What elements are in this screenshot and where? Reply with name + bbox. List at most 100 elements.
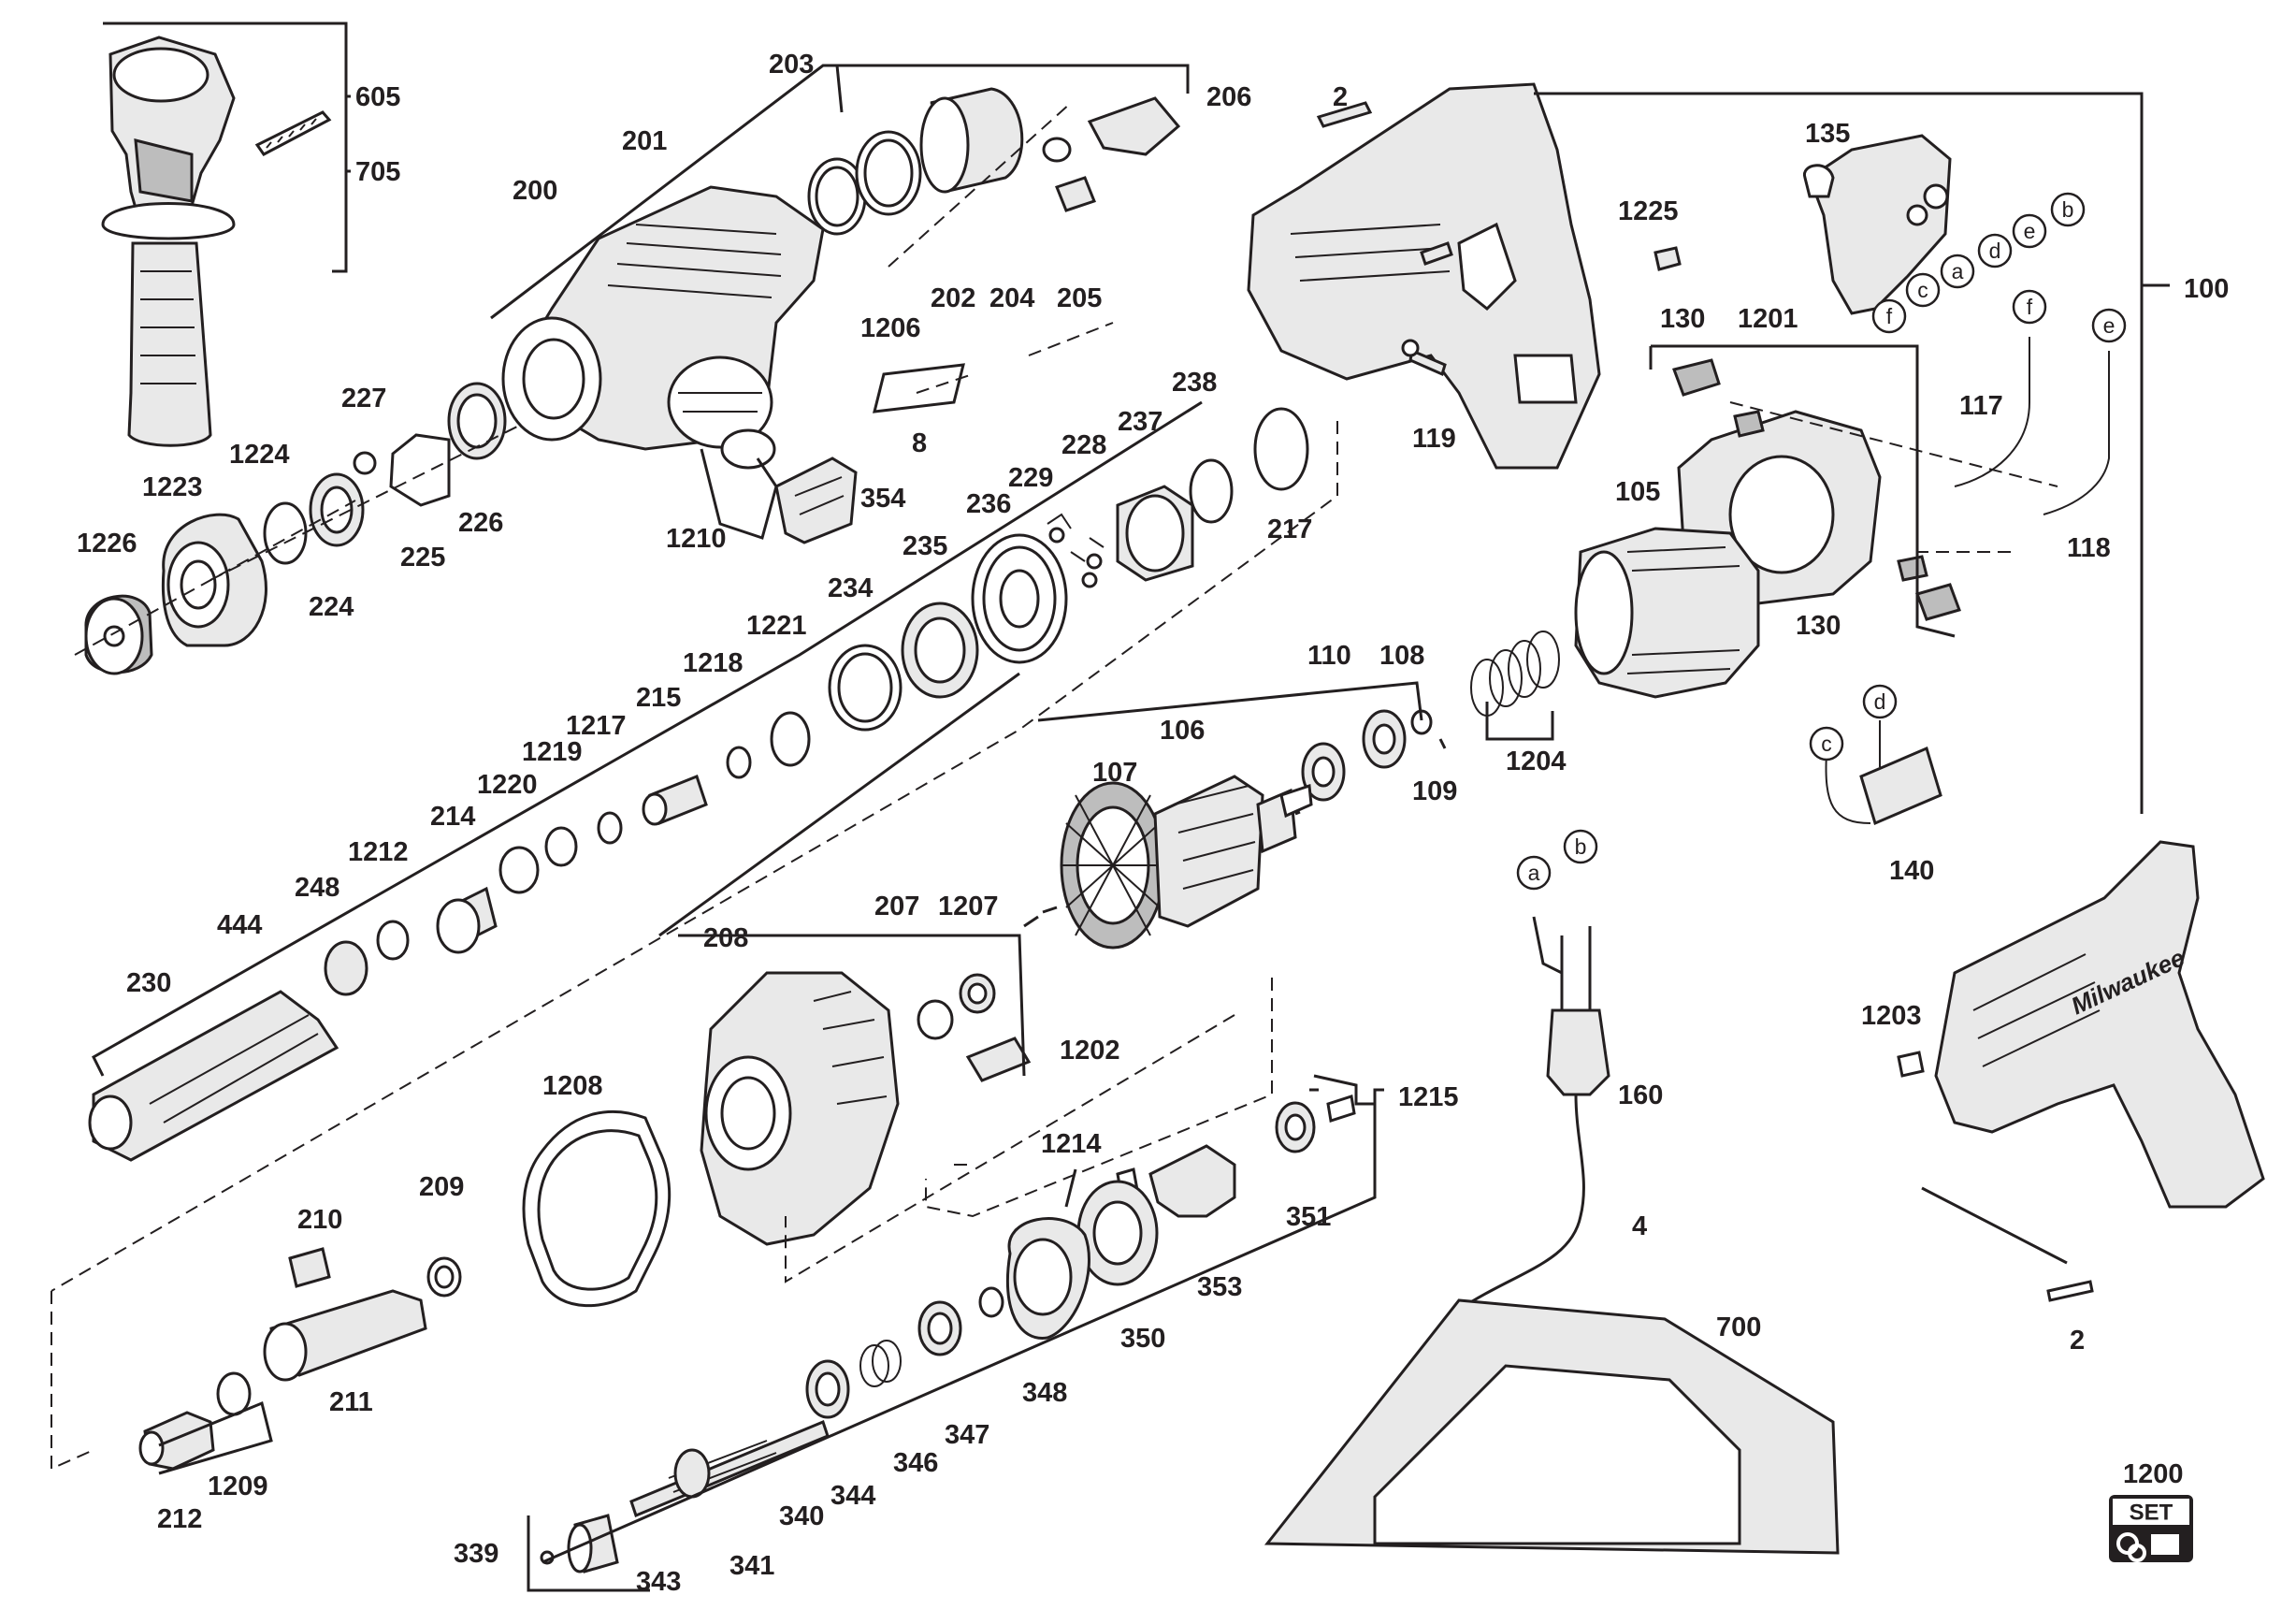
part-label-354: 354 [860,484,905,514]
part-label-135: 135 [1805,119,1850,149]
side-handle-drawing [101,36,332,447]
intermediate-flange-drawing [700,971,1032,1246]
springs-drawing [1470,631,1560,717]
part-label-1226: 1226 [77,529,137,558]
part-label-201: 201 [622,126,667,156]
part-label-200: 200 [513,176,557,206]
svg-text:d: d [1989,239,2001,263]
svg-text:f: f [2027,295,2033,319]
part-label-226: 226 [458,508,503,538]
part-label-8: 8 [912,428,927,458]
bracket-lines [92,22,2170,1592]
part-label-230: 230 [126,968,171,998]
part-label-2-bottom: 2 [2070,1326,2085,1356]
part-label-1219: 1219 [522,737,583,767]
part-label-1225: 1225 [1618,196,1679,226]
part-label-108: 108 [1379,641,1424,671]
part-label-236: 236 [966,489,1011,519]
percussion-parts-drawing [138,1247,462,1471]
part-label-211: 211 [329,1387,373,1417]
part-label-212: 212 [157,1504,202,1534]
wire-marker-f-switch: f [1871,298,1907,334]
part-label-130-bottom: 130 [1796,611,1841,641]
part-number-labels: 605 705 203 206 2 201 200 135 1225 202 2… [77,50,2229,1597]
part-label-1200: 1200 [2123,1459,2184,1489]
part-label-1220: 1220 [477,770,538,800]
part-label-100: 100 [2184,274,2229,304]
screws-drawing [1316,101,1682,377]
wire-marker-a-cable: a [1516,855,1552,891]
part-label-207: 207 [874,892,919,921]
complete-tool-drawing: Milwaukee [1897,840,2265,1302]
svg-text:e: e [2103,313,2115,338]
svg-text:b: b [2062,197,2074,222]
svg-text:b: b [1575,834,1587,859]
part-label-1218: 1218 [683,648,744,678]
part-label-225: 225 [400,543,445,573]
part-label-214: 214 [430,802,475,832]
part-label-109: 109 [1412,776,1457,806]
wire-marker-e-wire: e [2091,308,2127,343]
svg-text:a: a [1952,259,1964,283]
set-icon-label: SET [2130,1501,2173,1526]
part-label-107: 107 [1092,758,1137,788]
trigger-switch-drawing [1803,134,1952,315]
part-label-1202: 1202 [1060,1036,1120,1066]
part-label-1214: 1214 [1041,1129,1102,1159]
svg-text:f: f [1886,304,1893,328]
part-label-237: 237 [1118,407,1162,437]
part-label-1215: 1215 [1398,1082,1459,1112]
part-label-700: 700 [1716,1312,1761,1342]
part-label-1207: 1207 [938,892,999,921]
wire-letter-markers: b c d e f a f e d c a b [1516,192,2127,891]
spindle-tube-drawing [88,990,339,1162]
part-label-235: 235 [903,531,947,561]
part-label-217: 217 [1267,515,1312,544]
part-label-228: 228 [1061,430,1106,460]
part-label-341: 341 [729,1551,774,1581]
part-label-1201: 1201 [1738,304,1798,334]
part-label-1209: 1209 [208,1472,268,1501]
part-label-160: 160 [1618,1080,1663,1110]
part-label-339: 339 [454,1539,498,1569]
part-label-350: 350 [1120,1324,1165,1354]
part-label-140: 140 [1889,856,1934,886]
carry-case-drawing [1264,1298,1840,1555]
gasket-drawing [522,1110,671,1308]
part-label-351: 351 [1286,1202,1331,1232]
gear-column-drawing [324,407,1309,996]
front-cap-parts-drawing [84,382,507,675]
part-label-1206: 1206 [860,313,921,343]
part-label-105: 105 [1615,477,1660,507]
part-label-343: 343 [636,1567,681,1597]
svg-text:a: a [1528,861,1540,885]
part-label-1212: 1212 [348,837,409,867]
part-drawings: Milwaukee SET [84,36,2265,1573]
part-label-1204: 1204 [1506,747,1567,776]
part-label-210: 210 [297,1205,342,1235]
part-label-238: 238 [1172,368,1217,398]
small-housing-parts-drawing [720,363,965,544]
wire-marker-e-switch: e [2012,213,2047,249]
bearings-drawing [1301,709,1433,802]
part-label-209: 209 [419,1172,464,1202]
stator-drawing [1574,527,1760,699]
svg-text:c: c [1821,732,1832,756]
wire-marker-b-switch: b [2050,192,2086,227]
part-label-204: 204 [989,283,1034,313]
part-label-130-top: 130 [1660,304,1705,334]
wire-marker-c-filter: c [1809,726,1844,761]
part-label-206: 206 [1206,82,1251,112]
wire-marker-d-switch: d [1977,233,2013,268]
part-label-118: 118 [2067,533,2111,563]
part-label-205: 205 [1057,283,1102,313]
part-label-353: 353 [1197,1272,1242,1302]
part-label-1221: 1221 [746,611,807,641]
part-label-347: 347 [945,1420,989,1450]
part-label-117: 117 [1959,391,2003,421]
dashed-guide-lines [51,102,2058,1471]
part-label-119: 119 [1412,424,1456,454]
part-label-1224: 1224 [229,440,290,470]
part-label-1208: 1208 [542,1071,603,1101]
